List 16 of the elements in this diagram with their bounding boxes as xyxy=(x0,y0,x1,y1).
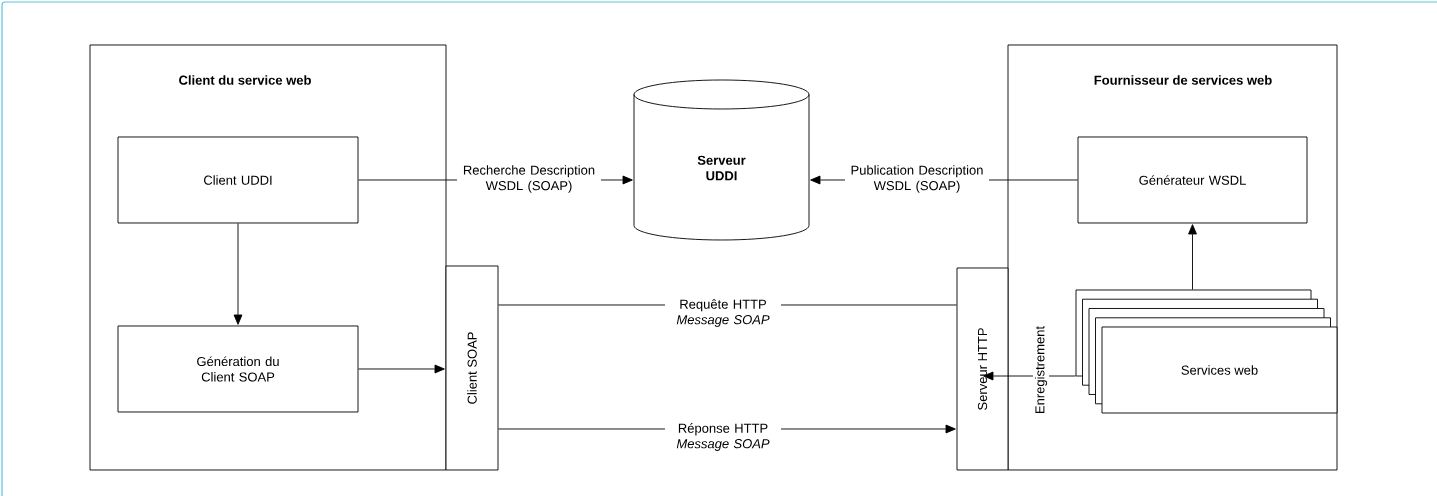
process-box: Génération du Client SOAP xyxy=(117,325,359,413)
arrow xyxy=(358,364,445,374)
edge-label: Réponse HTTP Message SOAP xyxy=(665,421,781,453)
edge-label: Recherche Description WSDL (SOAP) xyxy=(457,163,601,195)
database-cylinder: Serveur UDDI xyxy=(633,79,810,241)
edge-label: Publication Description WSDL (SOAP) xyxy=(845,163,989,195)
stacked-boxes: Services web xyxy=(1075,289,1338,414)
vertical-box: Client SOAP xyxy=(445,265,499,471)
process-box: Générateur WSDL xyxy=(1077,136,1308,224)
edge-label: Requête HTTP Message SOAP xyxy=(665,297,781,329)
arrow xyxy=(983,371,1076,381)
arrow xyxy=(1188,224,1197,290)
arrow xyxy=(233,223,243,325)
edge-label: Enregistrement xyxy=(1032,323,1050,417)
process-box: Client UDDI xyxy=(117,136,359,224)
vertical-box: Serveur HTTP xyxy=(956,267,1009,471)
